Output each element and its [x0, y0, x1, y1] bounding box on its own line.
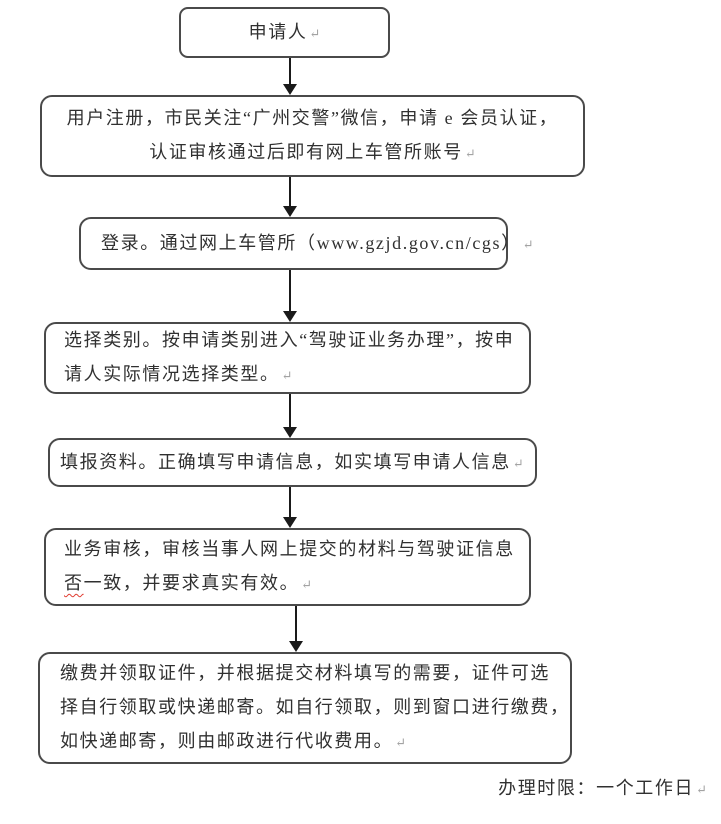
- node-text: 缴费并领取证件，并根据提交材料填写的需要，证件可选: [60, 663, 550, 683]
- processing-time-note: 办理时限：一个工作日↵: [0, 774, 707, 800]
- arrow-shaft: [295, 606, 297, 644]
- arrow-shaft: [289, 487, 291, 520]
- arrow-shaft: [289, 177, 291, 209]
- node-text: 择自行领取或快递邮寄。如自行领取，则到窗口进行缴费，: [60, 697, 570, 717]
- arrow-head: [283, 517, 297, 528]
- node-text: 申请人: [248, 21, 308, 42]
- paragraph-return-mark: ↵: [309, 25, 321, 41]
- node-text-line: 申请人↵: [181, 15, 388, 51]
- node-text: 如快递邮寄，则由邮政进行代收费用。: [60, 731, 394, 751]
- arrow-head: [283, 427, 297, 438]
- arrow-head: [289, 641, 303, 652]
- node-text-line: 填报资料。正确填写申请信息，如实填写申请人信息↵: [60, 445, 535, 481]
- paragraph-return-mark: ↵: [522, 236, 534, 252]
- node-text: 请人实际情况选择类型。: [64, 364, 280, 384]
- paragraph-return-mark: ↵: [464, 146, 476, 161]
- flow-arrow-down-icon: [282, 487, 298, 528]
- flow-arrow-down-icon: [282, 270, 298, 322]
- processing-time-text: 办理时限：一个工作日: [498, 778, 695, 798]
- node-text: 业务审核，审核当事人网上提交的材料与驾驶证信息: [64, 539, 515, 559]
- paragraph-return-mark: ↵: [301, 577, 313, 592]
- arrow-shaft: [289, 58, 291, 87]
- node-text-line: 如快递邮寄，则由邮政进行代收费用。↵: [60, 724, 570, 760]
- node-text: 用户注册，市民关注“广州交警”微信，申请 e 会员认证，: [66, 108, 559, 128]
- arrow-shaft: [289, 394, 291, 430]
- node-text-line: 登录。通过网上车管所（www.gzjd.gov.cn/cgs）↵: [101, 226, 534, 262]
- node-text-line: 缴费并领取证件，并根据提交材料填写的需要，证件可选: [60, 656, 570, 690]
- flow-node-fill-in-info: 填报资料。正确填写申请信息，如实填写申请人信息↵: [48, 438, 537, 487]
- flow-arrow-down-icon: [282, 394, 298, 438]
- arrow-head: [283, 206, 297, 217]
- node-text-line: 业务审核，审核当事人网上提交的材料与驾驶证信息: [64, 532, 529, 566]
- node-text-line: 否一致，并要求真实有效。↵: [64, 566, 529, 602]
- arrow-head: [283, 311, 297, 322]
- flow-node-applicant: 申请人↵: [179, 7, 390, 58]
- flow-arrow-down-icon: [282, 58, 298, 95]
- node-text-line: 请人实际情况选择类型。↵: [64, 357, 529, 393]
- flow-node-select-category: 选择类别。按申请类别进入“驾驶证业务办理”，按申 请人实际情况选择类型。↵: [44, 322, 531, 394]
- node-text: 认证审核通过后即有网上车管所账号: [149, 142, 463, 162]
- flow-node-pay-and-collect: 缴费并领取证件，并根据提交材料填写的需要，证件可选 择自行领取或快递邮寄。如自行…: [38, 652, 572, 764]
- paragraph-return-mark: ↵: [395, 735, 407, 750]
- flow-node-user-register: 用户注册，市民关注“广州交警”微信，申请 e 会员认证， 认证审核通过后即有网上…: [40, 95, 585, 177]
- paragraph-return-mark: ↵: [696, 782, 707, 797]
- flow-arrow-down-icon: [282, 177, 298, 217]
- arrow-head: [283, 84, 297, 95]
- node-text-line: 选择类别。按申请类别进入“驾驶证业务办理”，按申: [64, 323, 529, 357]
- node-text: 登录。通过网上车管所（www.gzjd.gov.cn/cgs）: [101, 232, 521, 253]
- flow-node-login: 登录。通过网上车管所（www.gzjd.gov.cn/cgs）↵: [79, 217, 534, 270]
- paragraph-return-mark: ↵: [512, 455, 524, 471]
- node-text-line: 择自行领取或快递邮寄。如自行领取，则到窗口进行缴费，: [60, 690, 570, 724]
- node-text-line: 用户注册，市民关注“广州交警”微信，申请 e 会员认证，: [56, 101, 569, 135]
- spellcheck-flagged-text: 否: [64, 573, 84, 593]
- node-text: 一致，并要求真实有效。: [83, 573, 300, 593]
- node-text: 选择类别。按申请类别进入“驾驶证业务办理”，按申: [64, 330, 515, 350]
- paragraph-return-mark: ↵: [281, 368, 293, 383]
- flow-node-business-review: 业务审核，审核当事人网上提交的材料与驾驶证信息 否一致，并要求真实有效。↵: [44, 528, 531, 606]
- node-text: 填报资料。正确填写申请信息，如实填写申请人信息: [60, 451, 511, 472]
- node-text-line: 认证审核通过后即有网上车管所账号↵: [56, 135, 569, 171]
- arrow-shaft: [289, 270, 291, 314]
- flow-arrow-down-icon: [288, 606, 304, 652]
